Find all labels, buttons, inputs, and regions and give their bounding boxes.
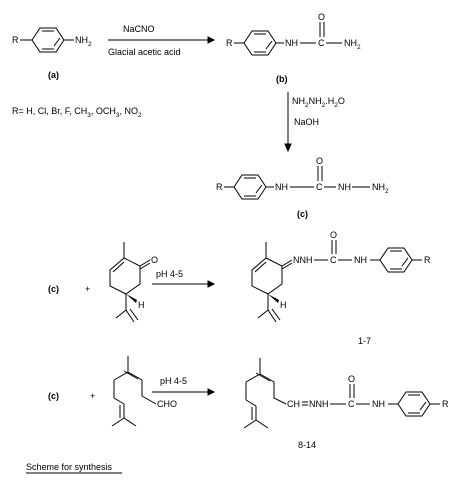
label-b: (b) bbox=[276, 74, 288, 84]
arrow-3: pH 4-5 bbox=[152, 269, 216, 288]
row3-plus: + bbox=[85, 284, 90, 294]
row3-condition: pH 4-5 bbox=[156, 269, 183, 279]
product-1-7-carbon: C bbox=[330, 255, 337, 265]
label-c: (c) bbox=[297, 209, 308, 219]
product-8-14-ch: CH bbox=[287, 399, 300, 409]
urea-structure: R NH C O NH2 (b) bbox=[226, 12, 361, 84]
row3-label-c: (c) bbox=[48, 284, 59, 294]
product-1-7-structure: NNH C O NH R H 1-7 bbox=[251, 230, 431, 346]
product-8-14-carbon: C bbox=[348, 399, 355, 409]
product-c-nh2: NH2 bbox=[372, 182, 389, 195]
carvone-structure: O H bbox=[109, 242, 158, 323]
reactant-r-label: R bbox=[12, 35, 19, 45]
product-c-oxygen: O bbox=[316, 156, 323, 166]
product-b-carbon: C bbox=[318, 38, 325, 48]
product-8-14-oxygen: O bbox=[348, 374, 355, 384]
reagent-acetic-acid: Glacial acetic acid bbox=[108, 47, 181, 57]
product-8-14-nh: NH bbox=[372, 399, 385, 409]
product-b-r-label: R bbox=[226, 38, 233, 48]
product-b-oxygen: O bbox=[318, 12, 325, 22]
semicarbazide-structure: R NH C O NH NH2 (c) bbox=[216, 156, 389, 219]
row4-condition: pH 4-5 bbox=[160, 376, 187, 386]
reagent-nacno: NaCNO bbox=[123, 24, 155, 34]
product-8-14-nnh: NNH bbox=[309, 399, 329, 409]
citral-structure: CHO bbox=[111, 356, 177, 427]
aniline-structure: R NH2 (a) bbox=[12, 27, 92, 80]
carvone-h: H bbox=[138, 300, 145, 310]
product-1-7-h: H bbox=[280, 300, 287, 310]
carvone-oxygen: O bbox=[151, 255, 158, 265]
product-1-7-oxygen: O bbox=[330, 230, 337, 240]
product-8-14-range: 8-14 bbox=[298, 440, 316, 450]
product-1-7-r: R bbox=[424, 255, 431, 265]
product-c-nh: NH bbox=[275, 182, 288, 192]
label-a: (a) bbox=[48, 70, 59, 80]
product-1-7-nnh: NNH bbox=[293, 255, 313, 265]
reagent-hydrazine-hydrate: NH2NH2.H2O bbox=[292, 96, 345, 109]
product-b-nh: NH bbox=[285, 38, 298, 48]
row4-label-c: (c) bbox=[48, 391, 59, 401]
product-8-14-structure: CH NNH C O NH R 8-14 bbox=[243, 358, 449, 450]
citral-cho: CHO bbox=[157, 399, 177, 409]
reagent-naoh: NaOH bbox=[294, 117, 319, 127]
row4-plus: + bbox=[90, 391, 95, 401]
product-c-nh-hydrazide: NH bbox=[338, 182, 351, 192]
substituent-list: R= H, Cl, Br, F, CH3, OCH3, NO2 bbox=[12, 106, 142, 119]
arrow-4: pH 4-5 bbox=[152, 376, 216, 396]
reactant-amine-label: NH2 bbox=[75, 35, 92, 48]
product-1-7-range: 1-7 bbox=[358, 336, 371, 346]
product-c-r-label: R bbox=[216, 182, 223, 192]
scheme-caption: Scheme for synthesis bbox=[26, 462, 113, 472]
product-1-7-nh: NH bbox=[354, 255, 367, 265]
product-8-14-r: R bbox=[442, 399, 449, 409]
product-b-nh2: NH2 bbox=[344, 38, 361, 51]
arrow-1: NaCNO Glacial acetic acid bbox=[108, 24, 216, 57]
product-c-carbon: C bbox=[316, 182, 323, 192]
arrow-2: NH2NH2.H2O NaOH bbox=[284, 92, 345, 153]
